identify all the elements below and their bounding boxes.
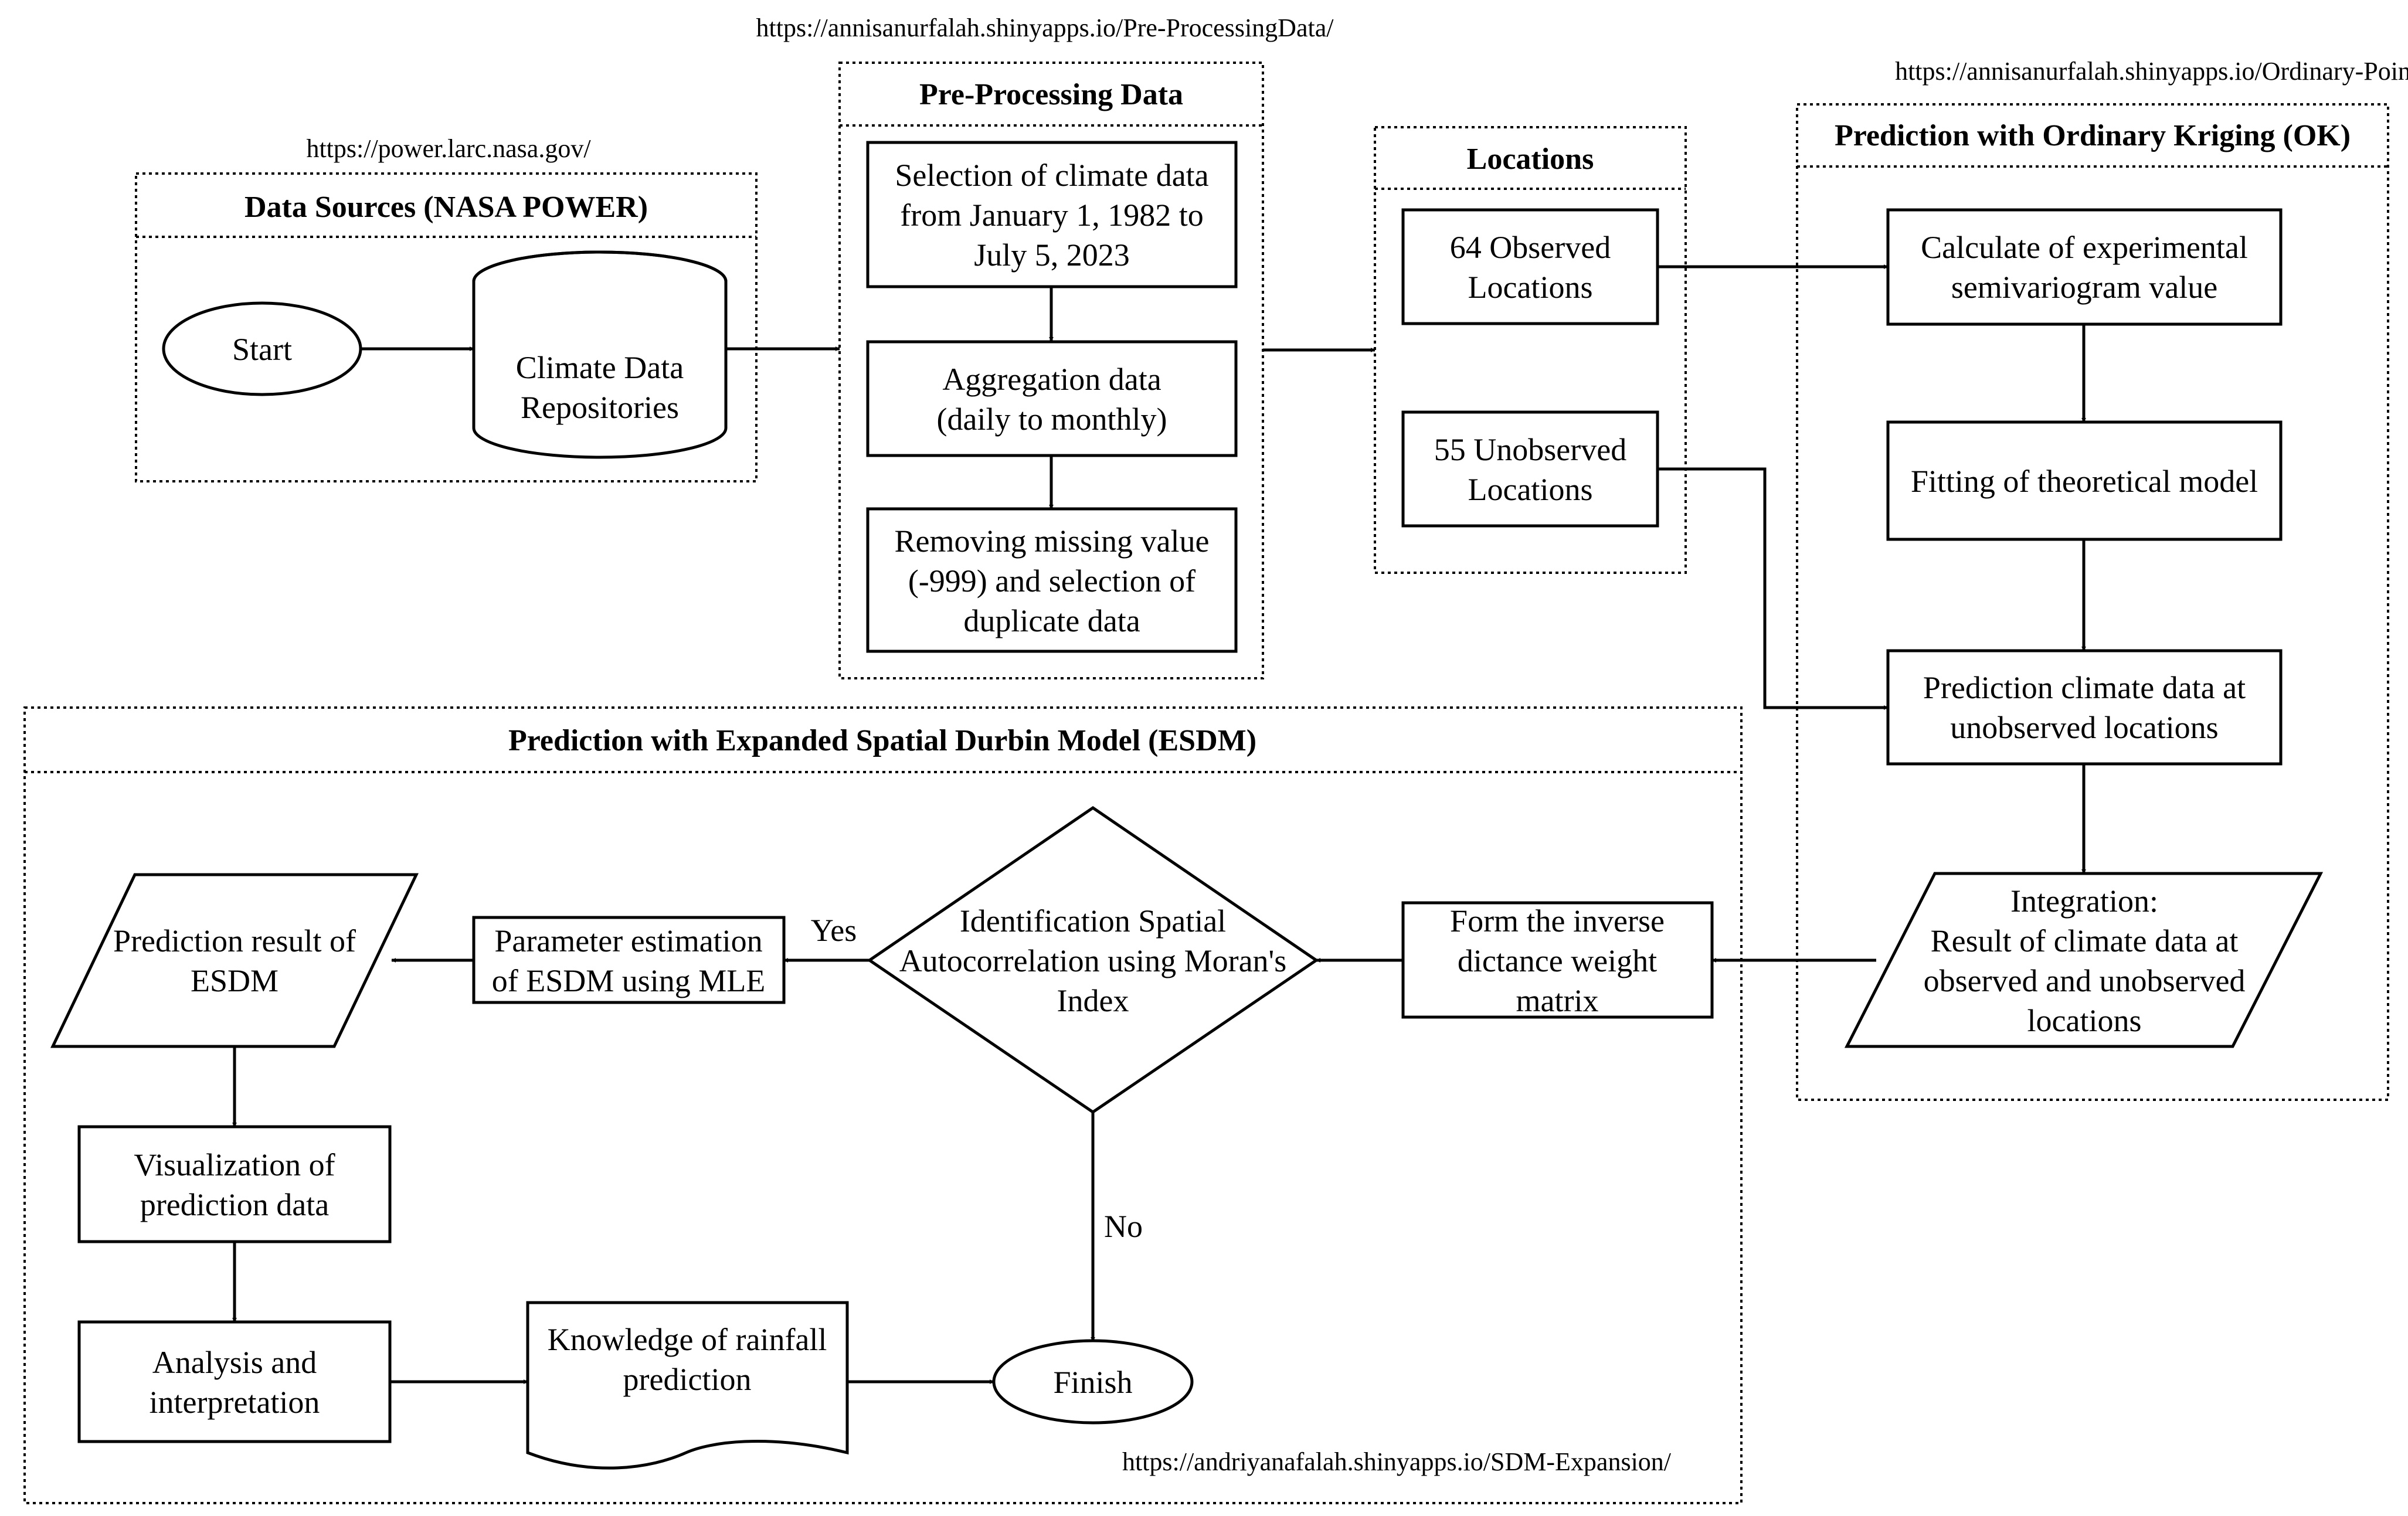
node-label-line: locations xyxy=(2027,1003,2142,1038)
node-label-line: Fitting of theoretical model xyxy=(1911,464,2258,499)
missing-text: Removing missing value (-999) and selecti… xyxy=(895,524,1210,638)
node-label-line: Identification Spatial xyxy=(960,903,1226,939)
node-label-line: July 5, 2023 xyxy=(974,237,1130,273)
node-parameter-estimation-mle[interactable]: Parameter estimation of ESDM using MLE xyxy=(472,916,786,1004)
node-finish[interactable]: Finish xyxy=(992,1339,1194,1425)
node-label-line: Prediction result of xyxy=(113,923,356,958)
knowledge-text: Knowledge of rainfall prediction xyxy=(548,1322,827,1397)
node-label-line: ESDM xyxy=(191,963,279,998)
node-knowledge-rainfall[interactable]: Knowledge of rainfall prediction xyxy=(526,1301,849,1470)
group-kriging-title: Prediction with Ordinary Kriging (OK) xyxy=(1835,119,2351,152)
edge-label-no: No xyxy=(1104,1209,1143,1244)
node-aggregation-data[interactable]: Aggregation data (daily to monthly) xyxy=(866,340,1238,457)
node-label-line: unobserved locations xyxy=(1950,710,2218,745)
node-start[interactable]: Start xyxy=(162,301,362,396)
node-label-line: Removing missing value xyxy=(895,524,1210,559)
node-label-line: 55 Unobserved xyxy=(1434,432,1626,467)
node-analysis-interpretation[interactable]: Analysis and interpretation xyxy=(77,1320,392,1443)
kriging-url[interactable]: https://annisanurfalah.shinyapps.io/Ordi… xyxy=(1895,57,2408,86)
nasa-url[interactable]: https://power.larc.nasa.gov/ xyxy=(306,134,591,163)
node-label-line: prediction xyxy=(623,1362,752,1397)
preprocessing-url[interactable]: https://annisanurfalah.shinyapps.io/Pre-… xyxy=(756,13,1334,42)
semivariogram-text: Calculate of experimental semivariogram v… xyxy=(1921,230,2248,305)
node-fitting-theoretical-model[interactable]: Fitting of theoretical model xyxy=(1886,420,2283,541)
group-preprocessing: Pre-Processing Data xyxy=(838,62,1264,679)
node-inverse-distance-weight-matrix[interactable]: Form the inverse dictance weight matrix xyxy=(1401,901,1714,1019)
edges xyxy=(232,264,2086,1384)
node-label-line: 64 Observed xyxy=(1450,230,1611,265)
node-label-line: Locations xyxy=(1468,472,1593,507)
svg-text:Finish: Finish xyxy=(1053,1365,1132,1400)
analysis-text: Analysis and interpretation xyxy=(150,1345,320,1420)
node-label-line: Parameter estimation xyxy=(494,923,762,958)
node-label-line: dictance weight xyxy=(1458,943,1657,978)
node-prediction-unobserved[interactable]: Prediction climate data at unobserved loc… xyxy=(1886,649,2283,766)
node-label-line: observed and unobserved xyxy=(1924,963,2246,998)
group-kriging: Prediction with Ordinary Kriging (OK) xyxy=(1796,103,2389,1101)
node-label-line: Knowledge of rainfall xyxy=(548,1322,827,1357)
node-label-line: prediction data xyxy=(140,1187,329,1222)
node-label-line: Index xyxy=(1057,983,1129,1018)
svg-text:Start: Start xyxy=(232,332,292,367)
sdm-url[interactable]: https://andriyanafalah.shinyapps.io/SDM-… xyxy=(1122,1447,1672,1476)
mle-text: Parameter estimation of ESDM using MLE xyxy=(492,923,766,998)
group-esdm: Prediction with Expanded Spatial Durbin … xyxy=(23,706,1743,1504)
node-label-line: Aggregation data xyxy=(942,362,1161,397)
selection-text: Selection of climate data from January 1,… xyxy=(895,158,1208,273)
node-label-line: semivariogram value xyxy=(1951,270,2217,305)
node-label-line: Autocorrelation using Moran's xyxy=(899,943,1287,978)
node-label-line: Analysis and xyxy=(152,1345,317,1380)
node-label-line: Result of climate data at xyxy=(1931,923,2239,958)
node-label-line: Form the inverse xyxy=(1450,903,1665,939)
node-visualization[interactable]: Visualization of prediction data xyxy=(77,1125,392,1243)
group-preprocessing-title: Pre-Processing Data xyxy=(919,78,1183,111)
node-selection-climate-data[interactable]: Selection of climate data from January 1,… xyxy=(866,141,1238,288)
node-label-line: Selection of climate data xyxy=(895,158,1208,193)
result-text: Prediction result of ESDM xyxy=(113,923,356,998)
edge-label-yes: Yes xyxy=(811,913,857,948)
node-label-line: Climate Data xyxy=(516,350,684,385)
node-label-line: Repositories xyxy=(521,390,679,425)
weight-matrix-text: Form the inverse dictance weight matrix xyxy=(1450,903,1665,1018)
node-label-line: matrix xyxy=(1516,983,1599,1018)
node-label-line: Locations xyxy=(1468,270,1593,305)
node-integration[interactable]: Integration: Result of climate data at obs… xyxy=(1844,872,2324,1048)
prediction-unobserved-text: Prediction climate data at unobserved loc… xyxy=(1923,670,2246,745)
aggregation-text: Aggregation data (daily to monthly) xyxy=(937,362,1167,437)
node-label-line: Visualization of xyxy=(134,1147,335,1182)
edge-unobserved-prediction xyxy=(1658,467,1889,710)
node-removing-missing-value[interactable]: Removing missing value (-999) and selecti… xyxy=(866,507,1238,653)
group-data-sources: Data Sources (NASA POWER) xyxy=(135,172,758,482)
node-label-line: interpretation xyxy=(150,1385,320,1420)
group-data-sources-title: Data Sources (NASA POWER) xyxy=(244,191,648,224)
group-esdm-title: Prediction with Expanded Spatial Durbin … xyxy=(508,724,1256,757)
node-experimental-semivariogram[interactable]: Calculate of experimental semivariogram v… xyxy=(1886,208,2283,326)
fitting-text: Fitting of theoretical model xyxy=(1911,464,2258,499)
node-prediction-result-esdm[interactable]: Prediction result of ESDM xyxy=(50,873,419,1048)
node-label-line: Integration: xyxy=(2010,883,2158,919)
group-locations-title: Locations xyxy=(1467,142,1594,176)
visualization-text: Visualization of prediction data xyxy=(134,1147,335,1222)
node-label-line: duplicate data xyxy=(963,603,1140,638)
node-label-line: from January 1, 1982 to xyxy=(900,198,1203,233)
node-label-line: Calculate of experimental xyxy=(1921,230,2248,265)
node-label-line: of ESDM using MLE xyxy=(492,963,766,998)
node-label-line: (daily to monthly) xyxy=(937,402,1167,437)
node-label-line: Prediction climate data at xyxy=(1923,670,2246,705)
integration-text: Integration: Result of climate data at obs… xyxy=(1924,883,2246,1038)
node-label-line: (-999) and selection of xyxy=(908,563,1195,599)
